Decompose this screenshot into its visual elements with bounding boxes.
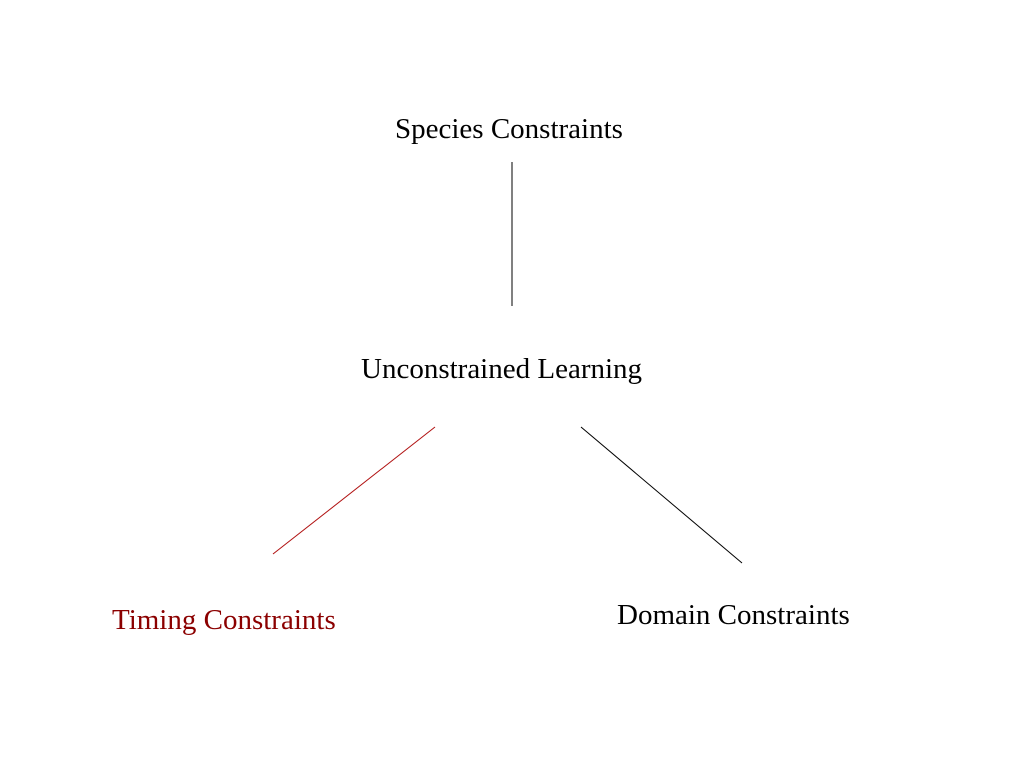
node-unconstrained-learning: Unconstrained Learning (361, 353, 643, 385)
node-timing-constraints: Timing Constraints (112, 604, 336, 636)
edge-unconstrained-to-timing (272, 426, 436, 555)
edge-unconstrained-to-domain (580, 426, 743, 564)
node-species-constraints: Species Constraints (395, 113, 623, 145)
node-domain-constraints: Domain Constraints (617, 599, 850, 631)
